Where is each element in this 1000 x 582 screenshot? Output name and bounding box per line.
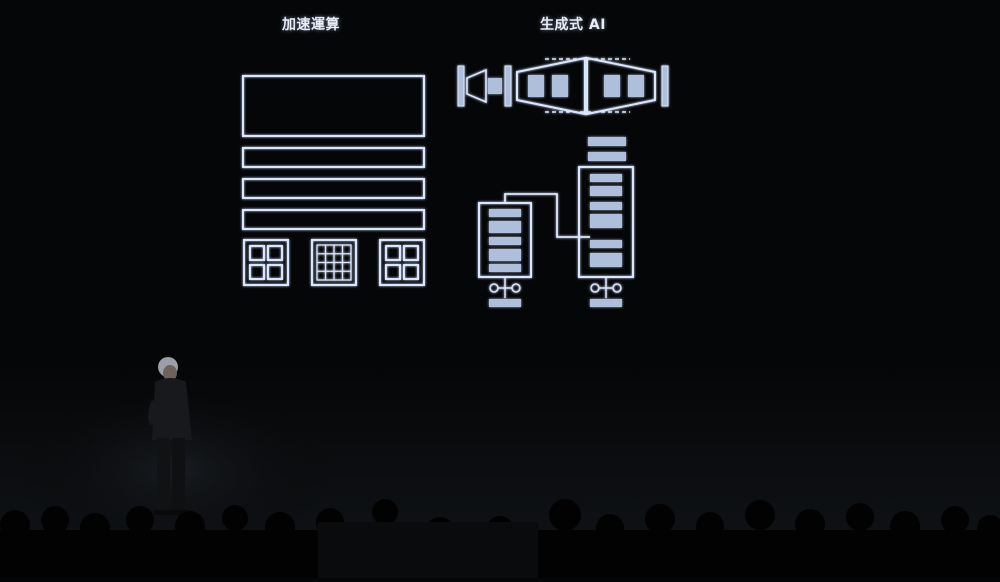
core-tile-left (243, 239, 289, 286)
transformer-right (578, 137, 634, 307)
big-block (242, 75, 425, 137)
autoencoder-row (457, 56, 669, 116)
presenter (147, 357, 192, 515)
title-accelerated-computing: 加速運算 (282, 17, 340, 33)
row-block-2 (242, 178, 425, 199)
stage-riser (318, 522, 538, 578)
transformer-left (478, 202, 532, 307)
cross-attention-link (504, 193, 590, 238)
generative-ai-diagram (457, 56, 669, 307)
core-tile-center (311, 239, 357, 286)
title-generative-ai: 生成式 AI (540, 17, 606, 33)
row-block-3 (242, 209, 425, 230)
row-block-1 (242, 147, 425, 168)
core-tile-right (379, 239, 425, 286)
accelerated-computing-diagram (242, 75, 425, 286)
